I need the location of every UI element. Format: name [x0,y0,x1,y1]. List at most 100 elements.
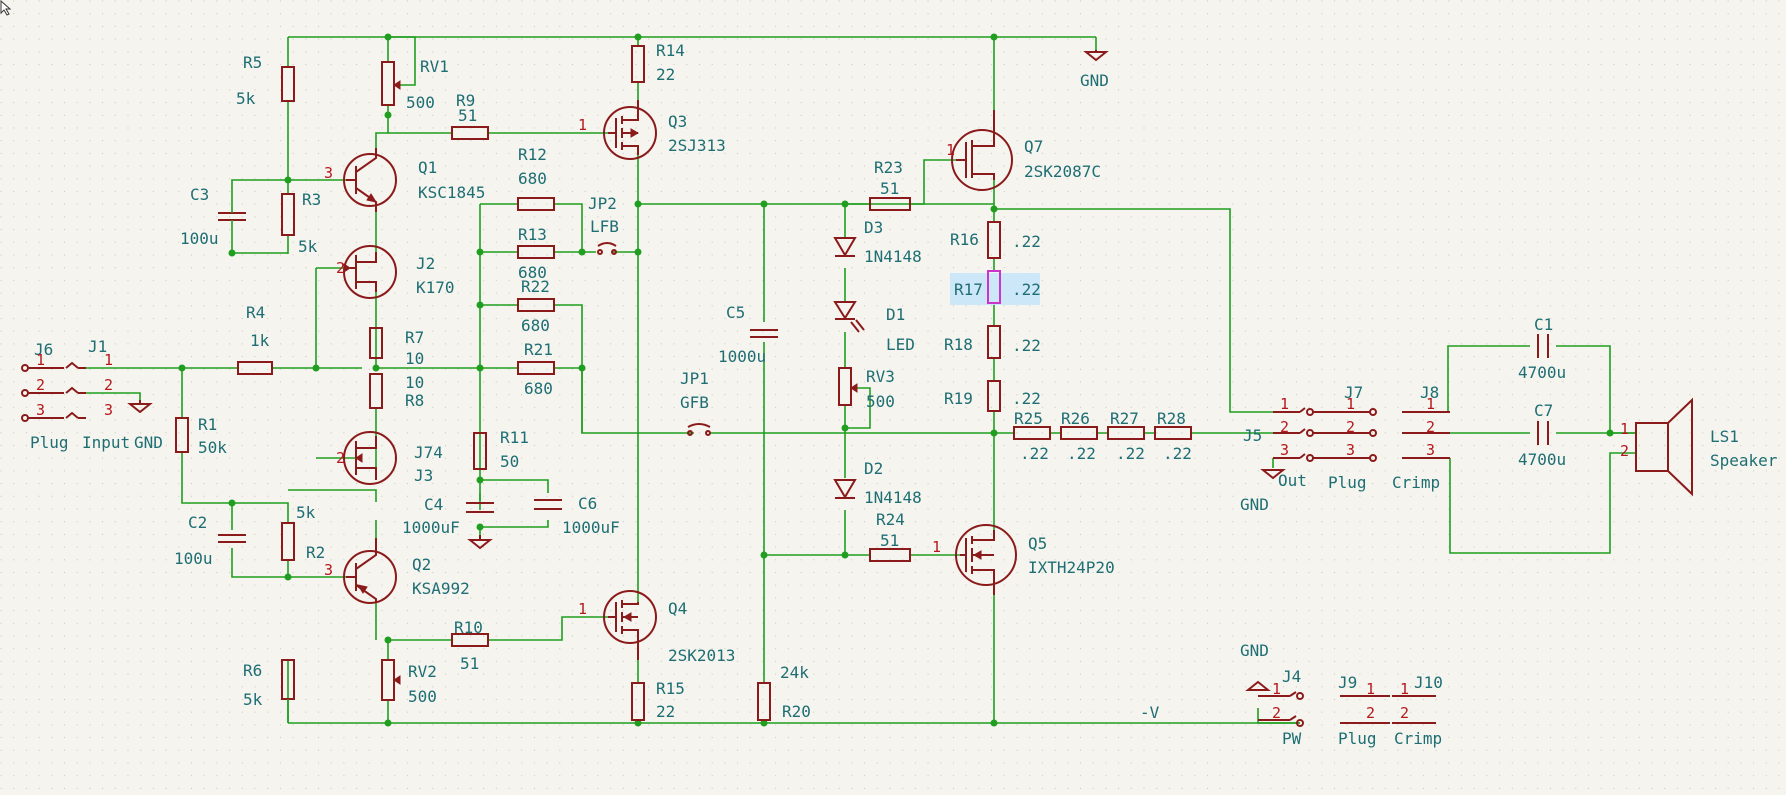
label-J8-ref: J8 [1420,383,1439,402]
diode-D1[interactable] [833,301,865,333]
connector-J4[interactable] [1258,691,1304,727]
resistor-R16[interactable] [987,221,1001,259]
label-R10-val: 51 [460,654,479,673]
potentiometer-RV1[interactable] [381,61,401,106]
label-R3-val: 5k [298,237,318,256]
resistor-R17[interactable] [950,270,1040,305]
capacitor-C1[interactable] [1537,334,1549,358]
resistor-R28[interactable] [1154,426,1192,440]
jfet-J2[interactable] [343,245,397,299]
resistor-R19[interactable] [987,380,1001,412]
label-R5-ref: R5 [243,53,262,72]
svg-text:2: 2 [1280,418,1289,436]
net-gnd-out: GND [1240,495,1269,514]
resistor-R12[interactable] [517,197,555,211]
net-gnd-pw: GND [1240,641,1269,660]
label-R22-ref: R22 [521,277,550,296]
label-C4-ref: C4 [424,495,443,514]
diode-D3[interactable] [833,237,857,257]
label-R20-ref: R20 [782,702,811,721]
connector-J9[interactable] [1340,695,1390,724]
connector-J10[interactable] [1392,695,1436,724]
label-J1-ref: J1 [88,337,107,356]
connector-J8[interactable] [1402,411,1450,459]
transistor-Q2[interactable] [343,538,397,604]
resistor-R15[interactable] [631,682,645,721]
resistor-R8[interactable] [369,373,383,409]
svg-text:3: 3 [36,401,45,419]
label-R8-ref: R8 [405,391,424,410]
label-LS1-ref: LS1 [1710,427,1739,446]
resistor-R18[interactable] [987,325,1001,359]
diode-D2[interactable] [833,479,857,499]
resistor-R6[interactable] [281,659,295,723]
label-R26-ref: R26 [1061,409,1090,428]
resistor-R5[interactable] [281,66,295,102]
label-R24-val: 51 [880,531,899,550]
resistor-R14[interactable] [631,45,645,83]
svg-text:3: 3 [324,164,333,182]
label-C4-val: 1000uF [402,518,460,537]
resistor-R2[interactable] [281,522,295,561]
connector-J6[interactable] [21,364,64,422]
resistor-R7[interactable] [369,327,383,359]
svg-text:1: 1 [1620,420,1629,438]
mosfet-Q7[interactable] [951,110,1013,191]
resistor-R23[interactable] [869,197,911,211]
resistor-R13[interactable] [517,245,555,259]
resistor-R25[interactable] [1013,426,1051,440]
capacitor-C2[interactable] [218,534,246,543]
connector-J1[interactable] [65,361,86,419]
connector-J7[interactable] [1306,408,1377,462]
transistor-Q1[interactable] [343,148,397,212]
potentiometer-RV3[interactable] [838,367,858,406]
speaker-LS1[interactable] [1635,397,1693,497]
label-R10-ref: R10 [454,618,483,637]
svg-text:3: 3 [1426,441,1435,459]
resistor-R27[interactable] [1107,426,1145,440]
svg-text:2: 2 [1400,704,1409,722]
label-R14-val: 22 [656,65,675,84]
junction-dots [178,33,1614,727]
label-R20-val: 24k [780,663,809,682]
mosfet-Q3[interactable] [603,100,657,160]
resistor-R21[interactable] [517,361,555,375]
mosfet-Q4[interactable] [603,590,657,660]
jumper-JP2[interactable] [597,242,617,255]
resistor-R22[interactable] [517,298,555,312]
capacitor-C7[interactable] [1537,421,1549,445]
label-R25-val: .22 [1020,444,1049,463]
capacitor-C5[interactable] [750,329,778,338]
label-R11-ref: R11 [500,428,529,447]
label-R13-ref: R13 [518,225,547,244]
connector-J5[interactable] [1273,407,1306,459]
resistor-R10[interactable] [451,633,489,647]
mosfet-Q5[interactable] [955,524,1017,595]
jfet-J3[interactable] [343,431,397,485]
capacitor-C3[interactable] [218,200,246,232]
label-R14-ref: R14 [656,41,685,60]
resistor-R1[interactable] [175,417,189,453]
resistor-R24[interactable] [869,548,911,562]
net-minus-v: -V [1140,703,1160,722]
label-J7-ref: J7 [1344,383,1363,402]
label-R8-val: 10 [405,373,424,392]
label-R12-val: 680 [518,169,547,188]
label-R28-ref: R28 [1157,409,1186,428]
svg-text:2: 2 [1272,704,1281,722]
label-D2-val: 1N4148 [864,488,922,507]
resistor-R9[interactable] [451,126,489,140]
resistor-R4[interactable] [237,361,273,375]
potentiometer-RV2[interactable] [381,659,401,701]
cursor-icon [0,0,12,16]
resistor-R26[interactable] [1060,426,1098,440]
resistor-R11[interactable] [473,432,487,470]
capacitor-C6[interactable] [534,499,562,510]
resistor-R20[interactable] [757,682,771,721]
label-C1-ref: C1 [1534,315,1553,334]
capacitor-C4[interactable] [466,502,494,513]
label-Q3-ref: Q3 [668,112,687,131]
resistor-R3[interactable] [281,193,295,236]
jumper-JP1[interactable] [687,423,711,436]
